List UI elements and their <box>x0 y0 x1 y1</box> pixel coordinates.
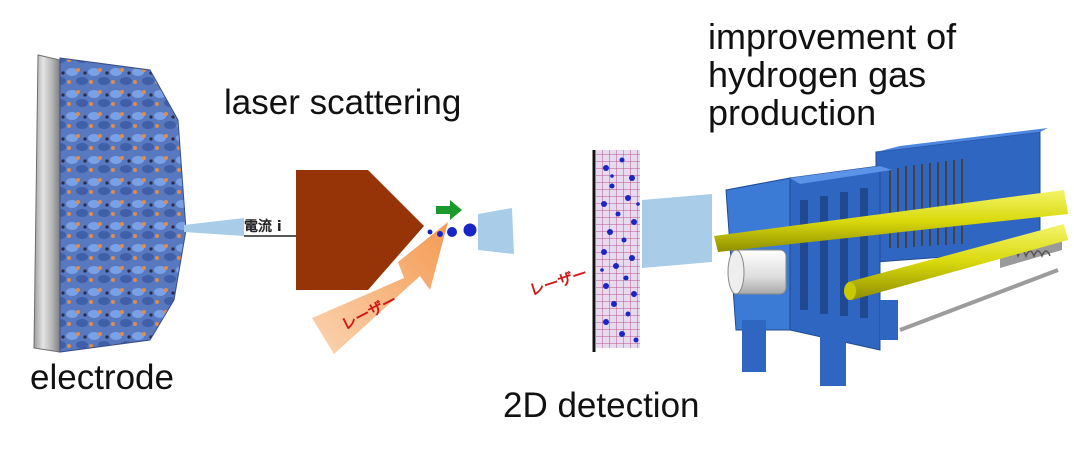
improvement-label: improvement of hydrogen gas production <box>708 18 956 132</box>
laser-source <box>296 170 424 290</box>
current-label: 電流 i <box>244 218 300 237</box>
detection-2d-label: 2D detection <box>503 386 700 425</box>
laser-scattering-label: laser scattering <box>224 83 462 122</box>
improvement-line-3: production <box>708 92 877 133</box>
detector-screen <box>592 150 640 352</box>
electrolyzer-image <box>714 128 1068 386</box>
svg-text:電流 i: 電流 i <box>244 218 282 235</box>
improvement-line-1: improvement of <box>708 16 957 57</box>
beam-output <box>642 194 712 268</box>
green-arrow-icon <box>436 200 462 220</box>
bubble-particles <box>427 223 477 237</box>
improvement-line-2: hydrogen gas <box>708 54 927 95</box>
beam-electrode <box>184 218 244 236</box>
beam-scatter <box>478 208 514 254</box>
laser-label-near-screen: レーザー <box>527 264 589 300</box>
electrode-label: electrode <box>30 358 174 397</box>
electrode-image <box>33 54 187 353</box>
